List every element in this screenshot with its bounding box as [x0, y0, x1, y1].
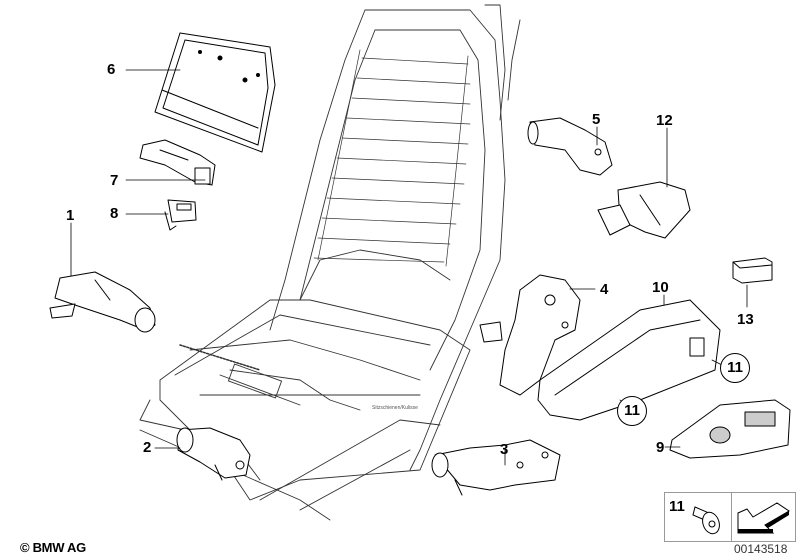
part-stamp-text: Sitzschienen/Kulisse: [372, 405, 418, 411]
part-10-rail-cover: [537, 299, 721, 421]
label-13: 13: [737, 311, 754, 328]
part-13-cap: [732, 257, 773, 284]
circled-label-11: 11: [617, 396, 647, 426]
label-9: 9: [656, 439, 665, 456]
label-6: 6: [107, 61, 116, 78]
arrow-icon: [737, 502, 790, 534]
part-8-connector: [164, 199, 197, 231]
label-4: 4: [600, 281, 609, 298]
label-1: 1: [66, 207, 75, 224]
part-12-connector-bracket: [597, 181, 691, 239]
legend-box: 11: [664, 492, 796, 542]
label-7: 7: [110, 172, 119, 189]
part-5-motor: [527, 117, 613, 176]
copyright-text: © BMW AG: [20, 540, 86, 555]
label-8: 8: [110, 205, 119, 222]
part-4-motor: [479, 274, 581, 396]
figure-number: 00143518: [734, 542, 788, 556]
label-12: 12: [656, 112, 673, 129]
legend-divider: [731, 493, 732, 541]
part-1-motor: [49, 271, 156, 333]
screw-icon: [692, 506, 720, 535]
part-2-motor: [176, 427, 251, 481]
part-9-seat-switch: [669, 399, 791, 459]
part-6-backrest-panel: [154, 32, 276, 153]
label-5: 5: [592, 111, 601, 128]
label-2: 2: [143, 439, 152, 456]
part-3-motor-bracket: [431, 439, 561, 496]
legend-part-number: 11: [669, 498, 685, 515]
part-7-lumbar-motor: [139, 139, 216, 186]
label-3: 3: [500, 441, 509, 458]
circled-label-11: 11: [720, 353, 750, 383]
label-10: 10: [652, 279, 669, 296]
